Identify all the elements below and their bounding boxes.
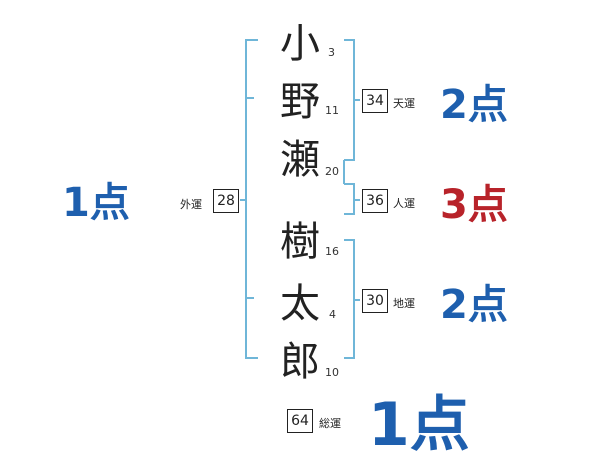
char-2: 野: [280, 79, 320, 125]
jinun-bracket: [343, 160, 355, 215]
tenun-score: 2点: [440, 82, 508, 128]
jinun-label: 人運: [393, 197, 415, 210]
char-6: 郎: [280, 339, 320, 385]
char-5: 太: [280, 281, 320, 327]
stroke-count-2: 11: [325, 104, 339, 117]
tenun-label: 天運: [393, 97, 415, 110]
stroke-count-4: 16: [325, 245, 339, 258]
outer-bracket: [245, 39, 258, 359]
gaiun-value-box: 28: [213, 189, 239, 213]
char-3: 瀬: [280, 137, 320, 183]
char-1: 小: [280, 21, 320, 67]
jinun-value-box: 36: [362, 189, 388, 213]
chiun-score: 2点: [440, 282, 508, 328]
souun-value-box: 64: [287, 409, 313, 433]
left-score: 1点: [62, 180, 130, 226]
chiun-value-box: 30: [362, 289, 388, 313]
gaiun-label: 外運: [180, 198, 202, 211]
stroke-count-1: 3: [328, 46, 335, 59]
chiun-bracket: [344, 239, 355, 359]
char-4: 樹: [280, 219, 320, 265]
stroke-count-6: 10: [325, 366, 339, 379]
stroke-count-3: 20: [325, 165, 339, 178]
tenun-value-box: 34: [362, 89, 388, 113]
jinun-score: 3点: [440, 182, 508, 228]
souun-label: 総運: [319, 417, 341, 430]
souun-score: 1点: [368, 390, 470, 460]
stroke-count-5: 4: [329, 308, 336, 321]
chiun-label: 地運: [393, 297, 415, 310]
tenun-bracket: [344, 39, 355, 161]
